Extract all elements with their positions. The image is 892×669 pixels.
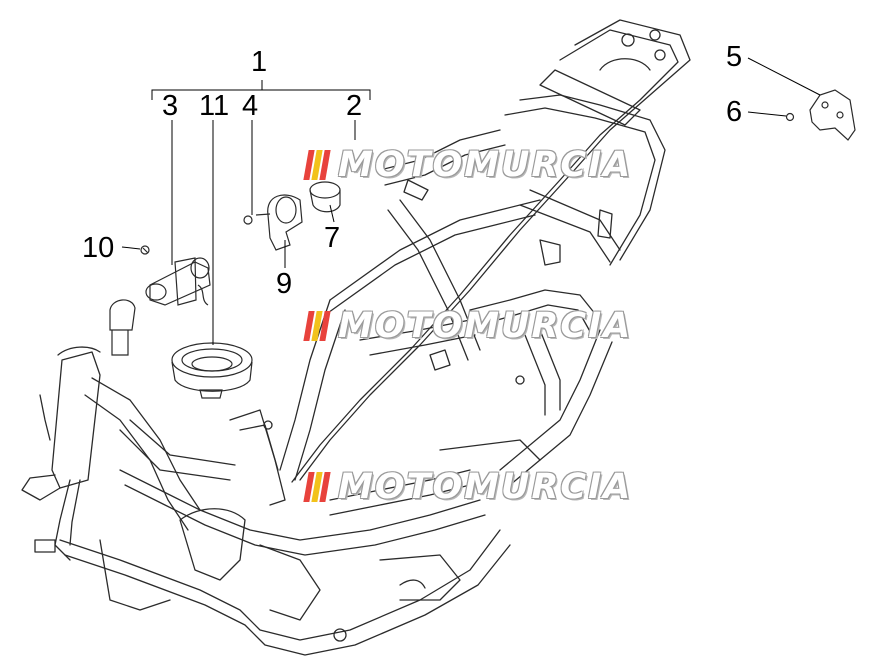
watermark-2: MOTOMURCIA — [0, 303, 892, 349]
lower-cradle — [59, 329, 613, 656]
watermark-3: MOTOMURCIA — [0, 464, 892, 510]
watermark-1: MOTOMURCIA — [0, 142, 892, 188]
callout-9: 9 — [276, 268, 293, 300]
watermark-text: MOTOMURCIA — [338, 467, 633, 507]
clamp-part-9 — [243, 194, 303, 251]
bushing-part-7 — [309, 181, 341, 213]
ignition-lock-part-3 — [145, 257, 211, 306]
screw-part-10 — [140, 245, 150, 255]
callout-2: 2 — [346, 90, 363, 122]
watermark-text: MOTOMURCIA — [338, 145, 633, 185]
bracket-part-5 — [809, 89, 856, 141]
callout-11: 11 — [199, 90, 230, 122]
central-spine — [279, 199, 541, 481]
callout-4: 4 — [242, 90, 259, 122]
headstock — [21, 346, 236, 611]
callout-10: 10 — [82, 232, 115, 264]
callout-5: 5 — [726, 41, 743, 73]
leader-lines — [121, 57, 821, 345]
frame-brackets — [263, 29, 666, 642]
callout-6: 6 — [726, 96, 743, 128]
callout-3: 3 — [162, 90, 179, 122]
screw-part-6 — [785, 112, 795, 122]
key-cap — [109, 299, 136, 356]
fuel-cap-part-11 — [171, 342, 253, 399]
rear-subframe — [291, 19, 691, 483]
callout-1: 1 — [251, 46, 268, 78]
callout-7: 7 — [324, 222, 341, 254]
watermark-text: MOTOMURCIA — [338, 306, 633, 346]
